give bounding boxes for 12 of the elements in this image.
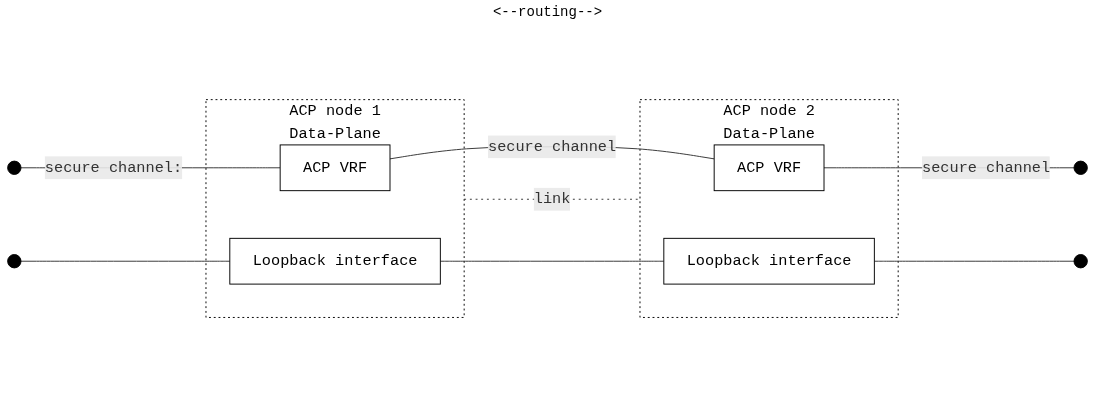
routing-note: <--routing--> [491,4,604,20]
node-box: Loopback interface [663,238,875,286]
edge-label: link [533,191,571,209]
edge-label: secure channel [488,138,617,156]
edge-label: secure channel: [44,159,183,177]
edge-label: secure channel [922,159,1051,177]
node-box: Loopback interface [229,238,441,286]
connector [873,261,1075,263]
connector [439,261,665,263]
node-box: ACP VRF [713,144,825,192]
node-box: ACP VRF [279,144,391,192]
connector [20,261,231,263]
